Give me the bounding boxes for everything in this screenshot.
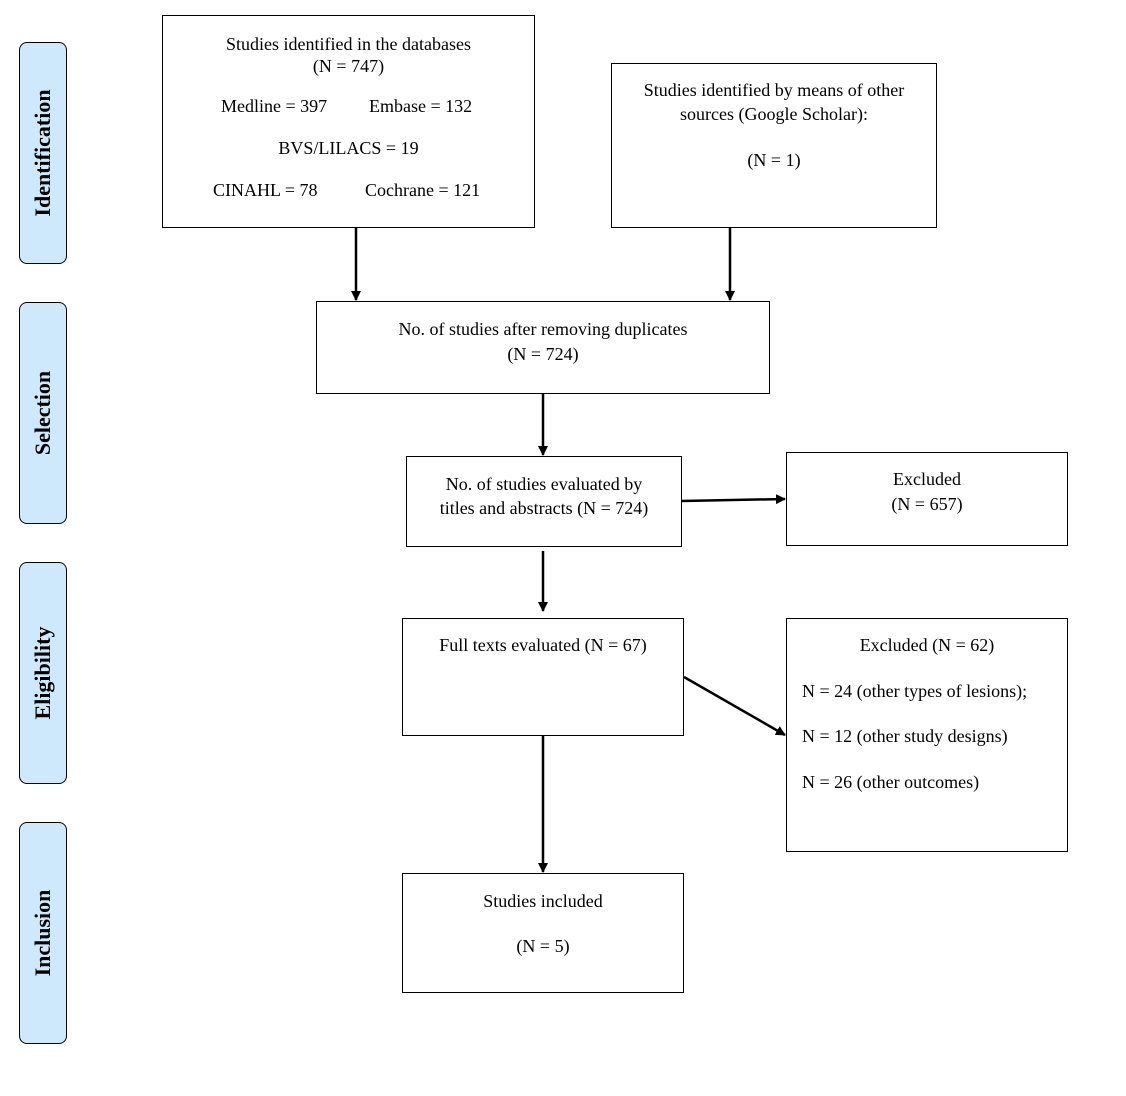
full-texts-line1: Full texts evaluated (N = 67): [439, 635, 647, 655]
excluded-2-reason-designs: N = 12 (other study designs): [802, 726, 1008, 746]
box-full-texts: Full texts evaluated (N = 67): [402, 618, 684, 736]
other-sources-line2: sources (Google Scholar):: [680, 104, 868, 124]
excluded-2-title: Excluded (N = 62): [859, 635, 995, 655]
box-databases: Studies identified in the databases (N =…: [162, 15, 535, 228]
databases-cinahl: CINAHL = 78: [213, 180, 318, 200]
other-sources-line1: Studies identified by means of other: [643, 80, 905, 100]
phase-eligibility: Eligibility: [19, 562, 67, 784]
other-sources-count: (N = 1): [747, 150, 801, 170]
duplicates-count: (N = 724): [507, 344, 579, 364]
phase-inclusion: Inclusion: [19, 822, 67, 1044]
titles-abstracts-line2: titles and abstracts (N = 724): [439, 498, 649, 518]
databases-title: Studies identified in the databases: [226, 34, 471, 54]
excluded-1-count: (N = 657): [891, 494, 963, 514]
titles-abstracts-line1: No. of studies evaluated by: [445, 474, 643, 494]
phase-eligibility-label: Eligibility: [30, 626, 55, 720]
box-after-duplicates: No. of studies after removing duplicates…: [316, 301, 770, 394]
phase-inclusion-label: Inclusion: [30, 889, 55, 977]
duplicates-line1: No. of studies after removing duplicates: [398, 319, 688, 339]
excluded-2-reason-lesions: N = 24 (other types of lesions);: [802, 681, 1028, 701]
phase-selection: Selection: [19, 302, 67, 524]
databases-medline: Medline = 397: [221, 96, 328, 116]
included-label: Studies included: [483, 891, 603, 911]
arrow-full-texts-to-excluded: [683, 675, 786, 737]
box-excluded-full-text: Excluded (N = 62) N = 24 (other types of…: [786, 618, 1068, 852]
phase-identification: Identification: [19, 42, 67, 264]
databases-embase: Embase = 132: [369, 96, 473, 116]
included-count: (N = 5): [516, 936, 570, 956]
databases-cochrane: Cochrane = 121: [365, 180, 481, 200]
databases-count: (N = 747): [312, 56, 385, 76]
databases-bvs: BVS/LILACS = 19: [278, 138, 419, 158]
box-excluded-screening: Excluded (N = 657): [786, 452, 1068, 546]
box-titles-abstracts: No. of studies evaluated by titles and a…: [406, 456, 682, 547]
phase-identification-label: Identification: [30, 89, 55, 217]
box-studies-included: Studies included (N = 5): [402, 873, 684, 993]
box-other-sources: Studies identified by means of other sou…: [611, 63, 937, 228]
excluded-2-reason-outcomes: N = 26 (other outcomes): [802, 772, 980, 792]
arrow-screening-to-excluded: [681, 494, 786, 505]
phase-selection-label: Selection: [30, 370, 55, 456]
excluded-1-label: Excluded: [893, 469, 961, 489]
